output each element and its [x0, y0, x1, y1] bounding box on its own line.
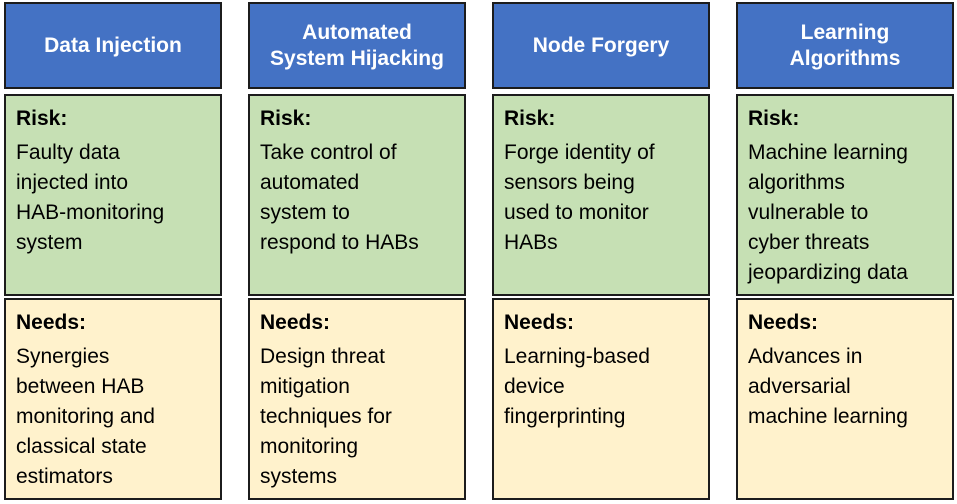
- needs-box: Needs: Advances in adversarial machine l…: [736, 298, 954, 500]
- risk-box: Risk: Forge identity of sensors being us…: [492, 94, 710, 296]
- risk-label: Risk:: [16, 107, 68, 130]
- risk-label: Risk:: [260, 107, 312, 130]
- needs-box: Needs: Learning-based device fingerprint…: [492, 298, 710, 500]
- needs-text: Advances in adversarial machine learning: [748, 345, 908, 428]
- needs-label: Needs:: [748, 311, 819, 334]
- column-header: Data Injection: [4, 2, 222, 89]
- column-title: Automated System Hijacking: [270, 20, 444, 70]
- risk-box: Risk: Machine learning algorithms vulner…: [736, 94, 954, 296]
- column-title: Node Forgery: [532, 33, 670, 57]
- risk-text: Faulty data injected into HAB-monitoring…: [16, 141, 165, 254]
- risk-box: Risk: Faulty data injected into HAB-moni…: [4, 94, 222, 296]
- needs-box: Needs: Synergies between HAB monitoring …: [4, 298, 222, 500]
- column-title: Data Injection: [44, 33, 182, 57]
- risk-text: Forge identity of sensors being used to …: [504, 141, 655, 254]
- column-title: Learning Algorithms: [789, 20, 901, 70]
- risk-box: Risk: Take control of automated system t…: [248, 94, 466, 296]
- column-header: Learning Algorithms: [736, 2, 954, 89]
- needs-box: Needs: Design threat mitigation techniqu…: [248, 298, 466, 500]
- needs-text: Synergies between HAB monitoring and cla…: [16, 345, 155, 488]
- column-header: Automated System Hijacking: [248, 2, 466, 89]
- risk-label: Risk:: [748, 107, 800, 130]
- needs-text: Design threat mitigation techniques for …: [260, 345, 392, 488]
- column-header: Node Forgery: [492, 2, 710, 89]
- risk-label: Risk:: [504, 107, 556, 130]
- needs-label: Needs:: [504, 311, 575, 334]
- risk-text: Take control of automated system to resp…: [260, 141, 419, 254]
- needs-label: Needs:: [260, 311, 331, 334]
- needs-text: Learning-based device fingerprinting: [504, 345, 650, 428]
- needs-label: Needs:: [16, 311, 87, 334]
- risk-text: Machine learning algorithms vulnerable t…: [748, 141, 908, 284]
